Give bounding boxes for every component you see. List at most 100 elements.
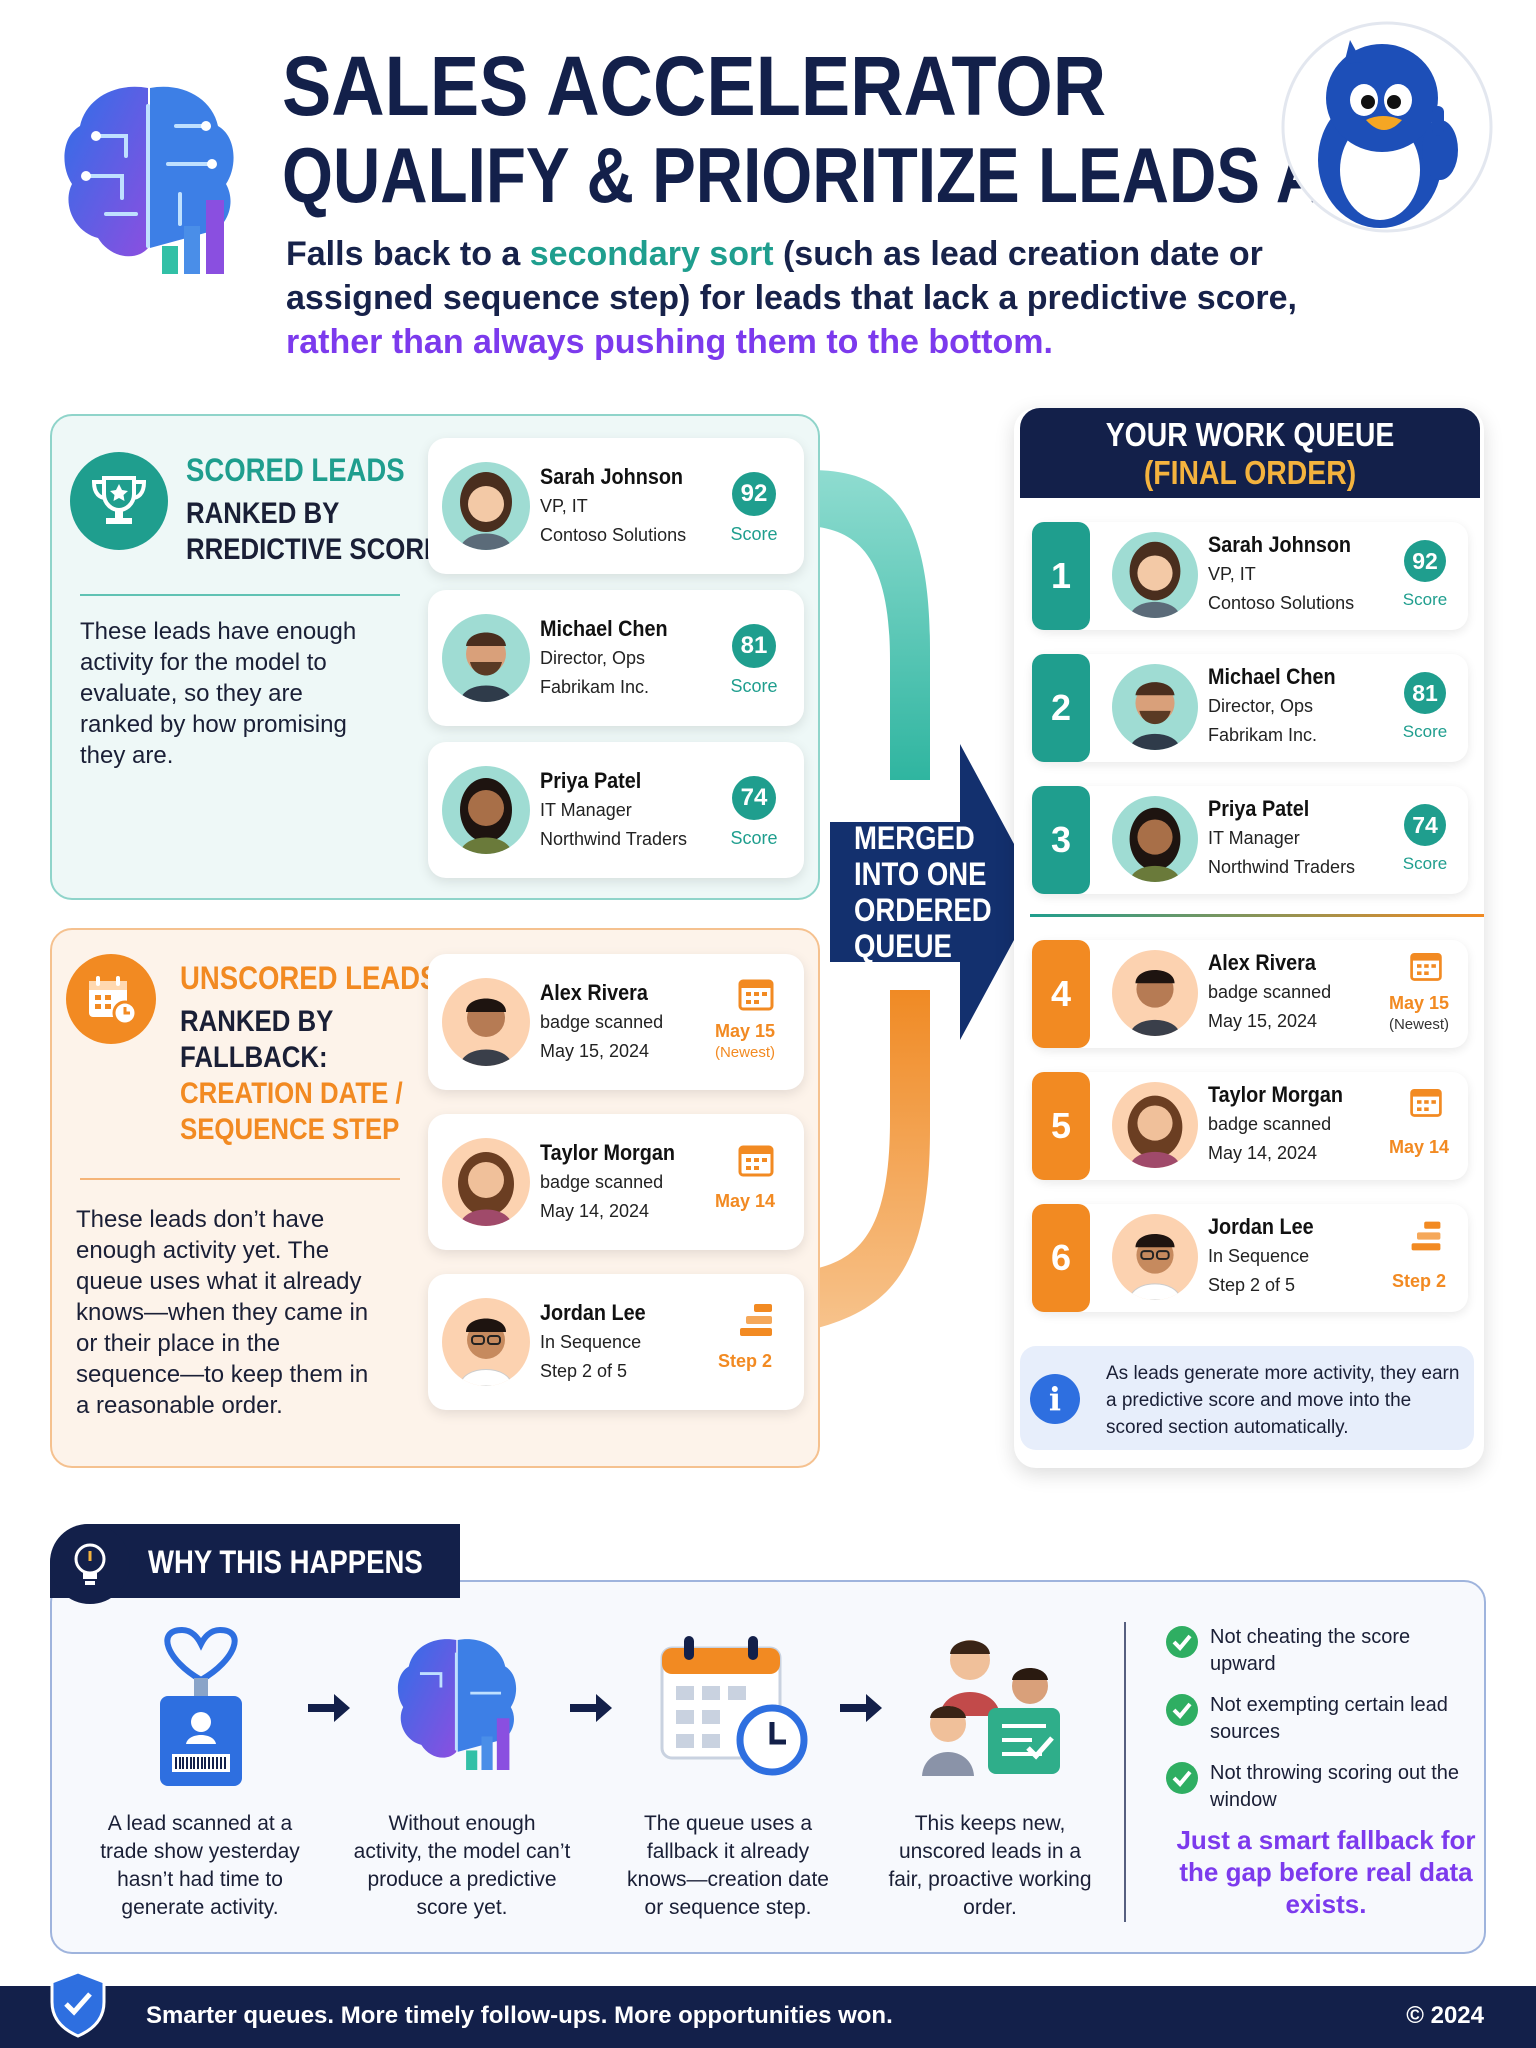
scored-lead-card[interactable]: Michael Chen Director, Ops Fabrikam Inc.… <box>428 590 804 726</box>
smart-fallback-tagline: Just a smart fallback for the gap before… <box>1176 1825 1476 1919</box>
rank-badge: 4 <box>1032 940 1090 1048</box>
work-queue-subtitle: (FINAL ORDER) <box>1143 454 1357 491</box>
subtitle-text-3: rather than always pushing them to the b… <box>286 323 1053 361</box>
page-subtitle-title: QUALIFY & PRIORITIZE LEADS AI <box>282 131 1342 219</box>
calendar-icon <box>738 1145 774 1177</box>
subtitle-text-1: Falls back to a <box>286 235 530 273</box>
divider <box>80 594 400 596</box>
work-queue-header: YOUR WORK QUEUE (FINAL ORDER) <box>1020 408 1480 498</box>
rank-badge: 2 <box>1032 654 1090 762</box>
queue-row[interactable]: 4 Alex Rivera badge scanned May 15, 2024… <box>1032 940 1468 1048</box>
avatar <box>442 1298 530 1386</box>
scored-description: These leads have enough activity for the… <box>80 618 357 769</box>
check-item: Not throwing scoring out the window <box>1166 1760 1476 1814</box>
score-badge: 74 <box>1404 804 1446 846</box>
brain-icon <box>392 1630 522 1780</box>
lead-name: Alex Rivera <box>1208 950 1316 975</box>
scored-lead-card[interactable]: Sarah Johnson VP, IT Contoso Solutions 9… <box>428 438 804 574</box>
unscored-heading-line: SEQUENCE STEP <box>180 1113 400 1146</box>
lead-name: Priya Patel <box>540 768 642 793</box>
scored-heading: SCORED LEADS RANKED BY RREDICTIVE SCORE <box>186 452 483 568</box>
merge-label-line: MERGED <box>854 820 975 856</box>
queue-row[interactable]: 6 Jordan Lee In Sequence Step 2 of 5 Ste… <box>1032 1204 1468 1312</box>
check-text: Not throwing scoring out the window <box>1210 1762 1460 1811</box>
steps-icon <box>740 1304 772 1336</box>
calendar-icon <box>1410 1088 1442 1117</box>
lead-company: Northwind Traders <box>540 829 688 849</box>
score-label: Score <box>1402 722 1448 741</box>
merge-label-line: INTO ONE <box>854 856 987 892</box>
lead-title: Director, Ops <box>1208 696 1314 716</box>
check-item: Not cheating the score upward <box>1166 1624 1476 1678</box>
work-queue-title: YOUR WORK QUEUE <box>1105 416 1395 453</box>
rank-badge: 5 <box>1032 1072 1090 1180</box>
check-text: Not cheating the score upward <box>1210 1626 1411 1675</box>
penguin-mascot-icon <box>1280 20 1494 234</box>
rank-badge: 3 <box>1032 786 1090 894</box>
lead-status: badge scanned <box>1208 1114 1332 1134</box>
footer-tagline: Smarter queues. More timely follow-ups. … <box>146 2002 893 2029</box>
avatar <box>1112 532 1198 618</box>
score-badge: 92 <box>732 472 776 516</box>
score-label: Score <box>730 676 778 696</box>
merge-arrow-icon <box>830 744 1040 1040</box>
unscored-lead-card[interactable]: Alex Rivera badge scanned May 15, 2024 M… <box>428 954 804 1090</box>
footer-bar <box>0 1986 1536 2048</box>
avatar <box>442 978 530 1066</box>
steps-icon <box>1411 1221 1441 1251</box>
avatar <box>1112 950 1198 1036</box>
lead-company: Fabrikam Inc. <box>540 677 650 697</box>
lead-name: Priya Patel <box>1208 796 1310 821</box>
lead-company: Northwind Traders <box>1208 857 1356 877</box>
why-step-text: A lead scanned at a trade show yesterday… <box>100 1812 300 1919</box>
unscored-heading-line: CREATION DATE / <box>180 1077 403 1110</box>
why-title: WHY THIS HAPPENS <box>148 1544 423 1580</box>
lead-name: Taylor Morgan <box>1208 1082 1343 1107</box>
unscored-lead-card[interactable]: Jordan Lee In Sequence Step 2 of 5 Step … <box>428 1274 804 1410</box>
lead-name: Sarah Johnson <box>1208 532 1352 557</box>
why-step-text: This keeps new, unscored leads in a fair… <box>888 1812 1092 1919</box>
lead-date: May 15, 2024 <box>1208 1011 1318 1031</box>
calendar-clock-icon <box>654 1630 814 1780</box>
score-badge: 81 <box>1404 672 1446 714</box>
score-label: Score <box>1402 854 1448 873</box>
subtitle-highlight: secondary sort <box>529 235 774 273</box>
avatar <box>442 614 530 702</box>
lead-title: IT Manager <box>1208 828 1300 848</box>
arrow-right-icon <box>570 1694 612 1722</box>
queue-row[interactable]: 3 Priya Patel IT Manager Northwind Trade… <box>1032 786 1468 894</box>
lead-name: Jordan Lee <box>1208 1214 1314 1239</box>
avatar <box>442 462 530 550</box>
score-label: Score <box>1402 590 1448 609</box>
lead-step: Step 2 of 5 <box>1208 1275 1296 1295</box>
brain-logo-icon <box>56 76 242 286</box>
scored-heading-line: RANKED BY <box>186 497 340 530</box>
unscored-description: These leads don’t have enough activity y… <box>76 1206 369 1419</box>
queue-row[interactable]: 5 Taylor Morgan badge scanned May 14, 20… <box>1032 1072 1468 1180</box>
lead-name: Michael Chen <box>540 616 668 641</box>
shield-icon <box>48 1968 108 2038</box>
vertical-divider <box>1124 1622 1126 1922</box>
lead-company: Fabrikam Inc. <box>1208 725 1318 745</box>
badge-icon <box>146 1620 256 1790</box>
fallback-label: May 14 <box>1388 1137 1450 1157</box>
avatar <box>1112 1082 1198 1168</box>
why-step-text: The queue uses a fallback it already kno… <box>627 1812 829 1919</box>
flow-connectors <box>810 470 930 1330</box>
score-badge: 74 <box>732 776 776 820</box>
divider <box>80 1178 400 1180</box>
unscored-lead-card[interactable]: Taylor Morgan badge scanned May 14, 2024… <box>428 1114 804 1250</box>
fallback-label: May 15 <box>1388 993 1450 1013</box>
lead-name: Sarah Johnson <box>540 464 684 489</box>
rank-badge: 1 <box>1032 522 1090 630</box>
queue-row[interactable]: 2 Michael Chen Director, Ops Fabrikam In… <box>1032 654 1468 762</box>
arrow-right-icon <box>840 1694 882 1722</box>
queue-info-box: i As leads generate more activity, they … <box>1020 1346 1474 1450</box>
calendar-icon <box>1410 952 1442 981</box>
scored-lead-card[interactable]: Priya Patel IT Manager Northwind Traders… <box>428 742 804 878</box>
scored-heading-line: RREDICTIVE SCORE <box>186 533 442 566</box>
check-icon <box>1166 1762 1198 1794</box>
subtitle-text-2: (such as lead creation date or assigned … <box>286 235 1297 317</box>
queue-row[interactable]: 1 Sarah Johnson VP, IT Contoso Solutions… <box>1032 522 1468 630</box>
lead-status: badge scanned <box>1208 982 1332 1002</box>
